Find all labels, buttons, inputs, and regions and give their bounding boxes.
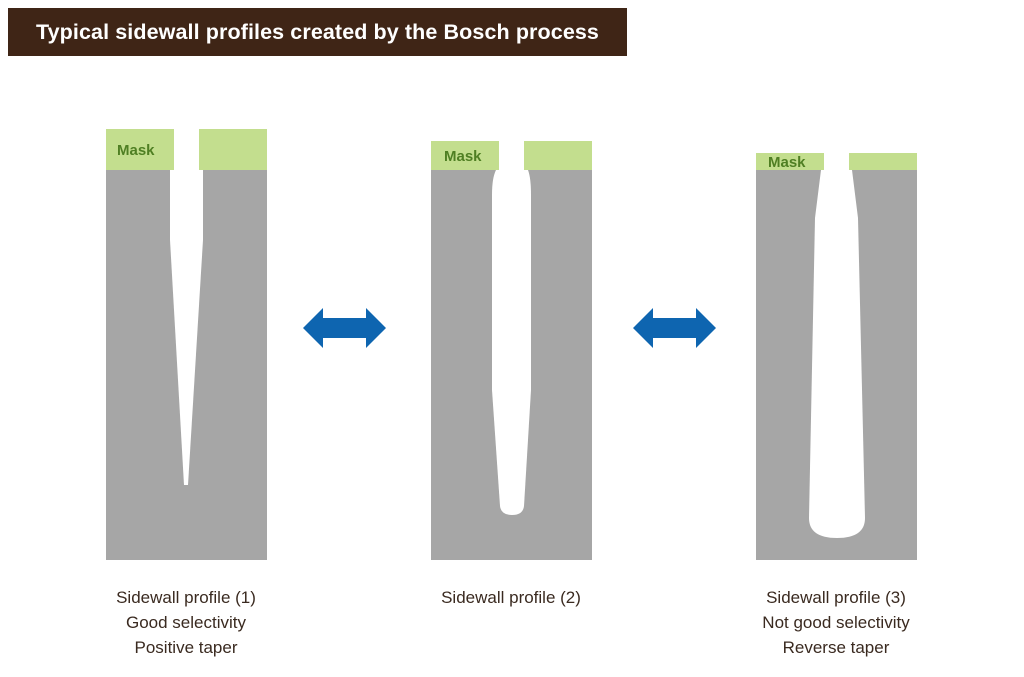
mask-right-1 (199, 129, 267, 170)
mask-label-2: Mask (444, 148, 482, 165)
caption-line: Reverse taper (782, 638, 890, 657)
diagram-title: Typical sidewall profiles created by the… (8, 8, 627, 56)
profile-1: Mask (106, 129, 267, 560)
caption-line: Sidewall profile (3) (766, 588, 906, 607)
trench-3 (809, 170, 865, 538)
mask-left-2 (431, 141, 499, 170)
double-arrow-icon (303, 308, 386, 348)
caption-line: Not good selectivity (762, 613, 910, 632)
caption-line: Good selectivity (126, 613, 246, 632)
trench-1 (170, 170, 203, 485)
mask-left-3 (756, 153, 824, 170)
mask-right-3 (849, 153, 917, 170)
caption-profile-1: Sidewall profile (1) Good selectivity Po… (66, 585, 306, 660)
caption-line: Sidewall profile (1) (116, 588, 256, 607)
trench-2 (492, 170, 531, 515)
caption-line: Sidewall profile (2) (441, 588, 581, 607)
double-arrow-icon (633, 308, 716, 348)
profile-2: Mask (431, 141, 592, 560)
caption-profile-3: Sidewall profile (3) Not good selectivit… (716, 585, 956, 660)
mask-label-3: Mask (768, 154, 806, 171)
mask-label-1: Mask (117, 142, 155, 159)
profile-3: Mask (756, 153, 917, 560)
mask-right-2 (524, 141, 592, 170)
caption-line: Positive taper (134, 638, 238, 657)
mask-left-1 (106, 129, 174, 170)
caption-profile-2: Sidewall profile (2) (391, 585, 631, 610)
